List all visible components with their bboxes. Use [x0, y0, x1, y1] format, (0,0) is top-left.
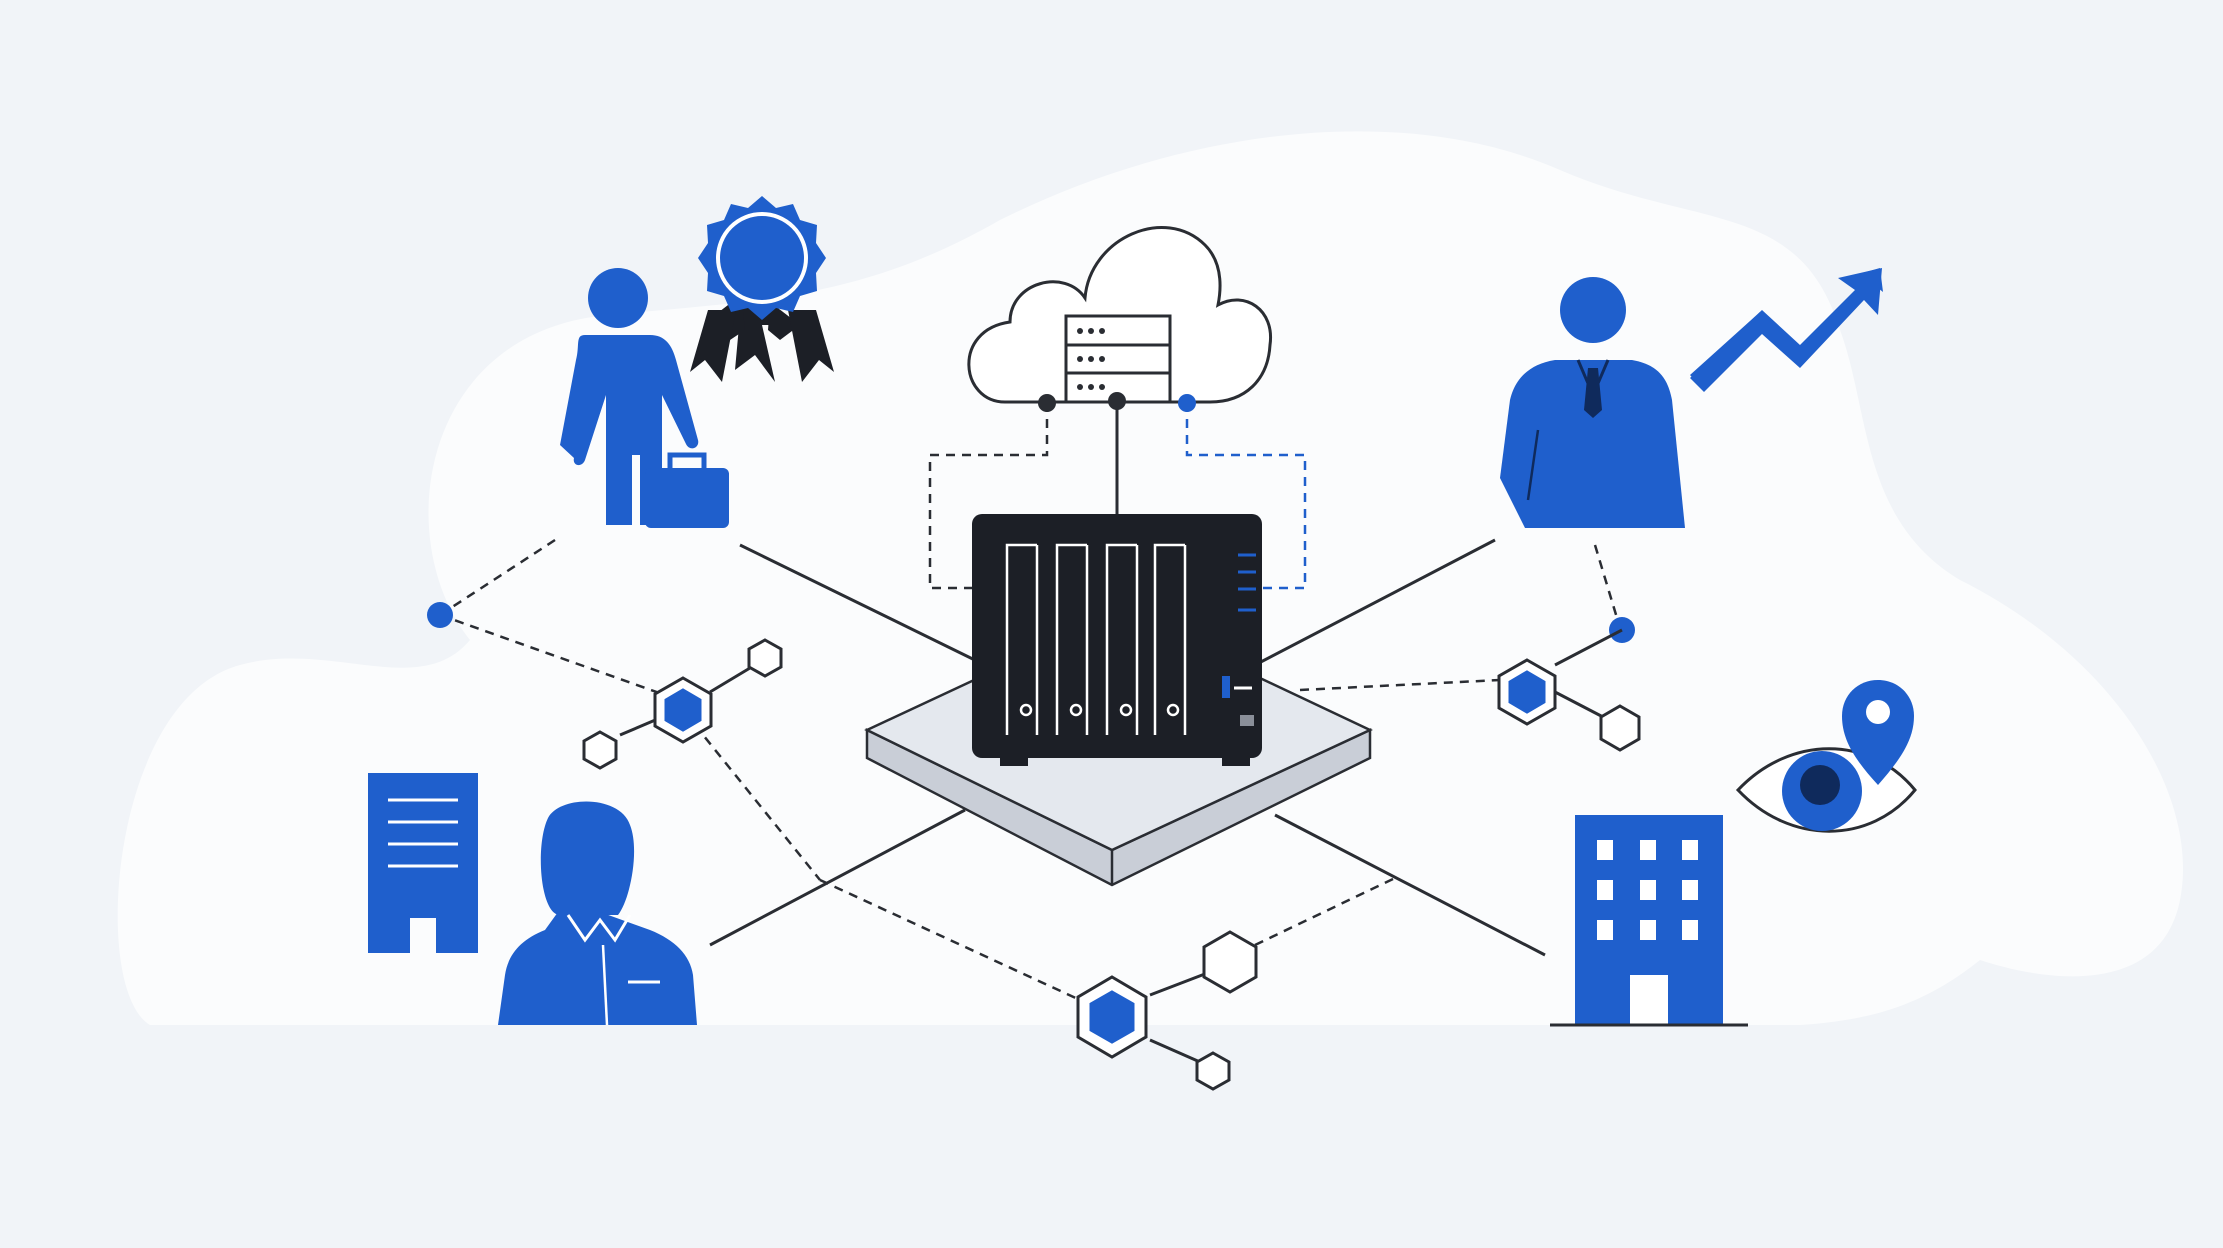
- document-building-icon: [368, 773, 478, 953]
- ribbon-badge-icon: [690, 196, 834, 382]
- support-agent-icon: [498, 801, 697, 1026]
- growth-arrow-icon: [1690, 268, 1883, 392]
- connection-lines: [709, 408, 1546, 957]
- businessperson-with-briefcase-icon: [560, 268, 729, 528]
- location-pin-icon: [1842, 680, 1914, 785]
- network-node-dot-icon: [427, 602, 453, 628]
- hexagon-node-icon: [1497, 628, 1641, 752]
- nas-storage-device-icon: [972, 514, 1262, 766]
- hexagon-node-icon: [1076, 930, 1258, 1091]
- dashed-links: [439, 403, 1622, 1002]
- cloud-server-icon: [967, 226, 1273, 412]
- hexagon-node-icon: [582, 638, 783, 770]
- executive-person-icon: [1500, 277, 1685, 528]
- blue-dashed-link: [1185, 403, 1307, 590]
- office-building-icon: [1550, 815, 1748, 1027]
